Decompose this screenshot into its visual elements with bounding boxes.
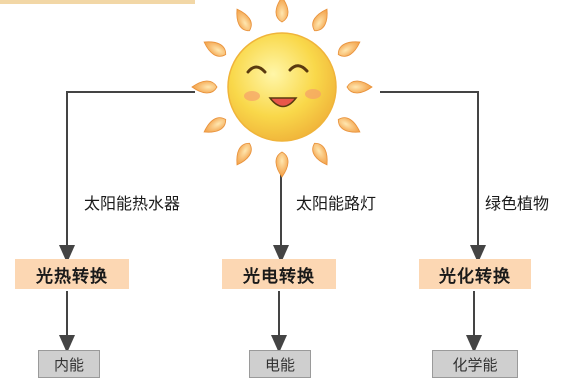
sun-ray-icon <box>312 142 328 166</box>
connector-lines <box>59 91 486 353</box>
device-label-green-plants: 绿色植物 <box>485 194 550 213</box>
device-label-street-lamp: 太阳能路灯 <box>296 194 377 213</box>
result-box-chemical-energy: 化学能 <box>432 350 518 378</box>
right-connector <box>380 91 486 263</box>
sun-ray-icon <box>236 8 252 32</box>
sun-ray-icon <box>337 117 361 133</box>
sun-ray-icon <box>203 117 227 133</box>
sun-ray-icon <box>312 8 328 32</box>
conversion-box-photothermal: 光热转换 <box>15 259 129 289</box>
conversion-box-photoelectric: 光电转换 <box>222 259 336 289</box>
left-connector <box>59 91 195 263</box>
sun-ray-icon <box>275 0 289 23</box>
conversion-box-photochemical: 光化转换 <box>419 259 531 289</box>
result-box-internal-energy: 内能 <box>38 350 100 378</box>
sun-ray-icon <box>346 80 373 94</box>
sun-ray-icon <box>191 80 218 94</box>
sun-icon <box>227 32 337 142</box>
device-label-water-heater: 太阳能热水器 <box>84 194 181 213</box>
sun-ray-icon <box>203 41 227 57</box>
top-decoration-strip <box>0 0 195 4</box>
result-box-electric-energy: 电能 <box>249 350 311 378</box>
sun-rays <box>191 0 373 178</box>
sun-ray-icon <box>275 151 289 178</box>
sun-ray-icon <box>236 142 252 166</box>
sun-ray-icon <box>337 41 361 57</box>
